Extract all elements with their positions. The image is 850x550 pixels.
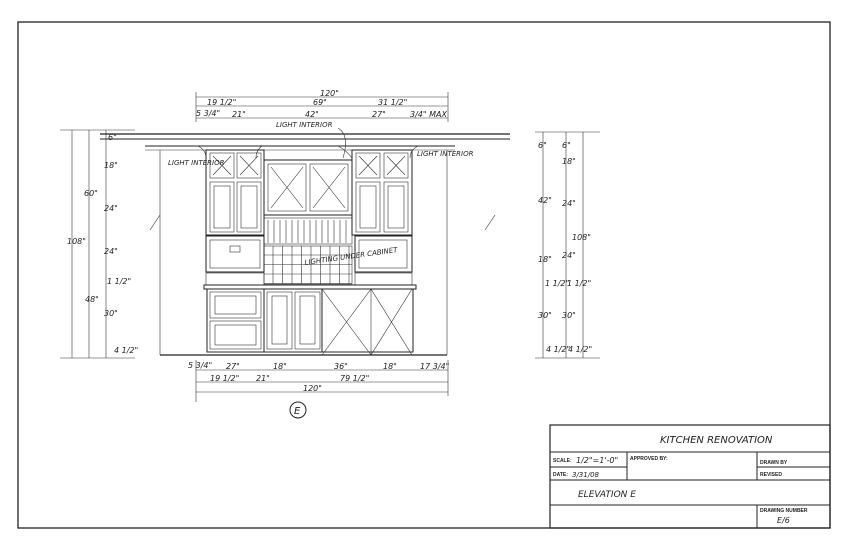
dim-right-b3: 24" [562,199,576,208]
date-value: 3/31/08 [572,471,600,479]
elevation-marker-label: E [294,406,301,417]
dim-right-b1: 6" [562,141,571,150]
dim-right-a1: 6" [538,141,547,150]
dim-top-seg5: 3/4" MAX [410,110,447,119]
dim-left-lower: 48" [85,295,99,304]
dim-top-overall: 120" [320,89,339,98]
project-title: KITCHEN RENOVATION [660,435,773,446]
dim-left-d2: 18" [104,161,118,170]
dim-right-a4: 1 1/2" [545,279,569,288]
title-block: KITCHEN RENOVATION SCALE: 1/2"=1'-0" DAT… [549,424,831,529]
dim-right-a6: 4 1/2" [546,345,570,354]
drawn-by-label: DRAWN BY [760,460,788,466]
dim-left-d7: 4 1/2" [114,346,138,355]
dim-bottom-row2-b: 21" [256,374,270,383]
scale-label: SCALE: [553,458,572,464]
note-light-interior-left: LIGHT INTERIOR [168,159,225,167]
top-dimensions: 120" 19 1/2" 69" 31 1/2" 5 3/4" 21" 42" … [195,89,449,122]
note-light-interior-top: LIGHT INTERIOR [276,121,333,129]
dim-top-seg3: 42" [305,110,319,119]
date-label: DATE: [553,472,568,478]
dim-right-overall: 108" [572,233,591,242]
sheet-description: ELEVATION E [578,490,636,500]
dim-right-b5: 1 1/2" [567,279,591,288]
cabinet-elevation: LIGHT INTERIOR LIGHT INTERIOR LIGHT INTE… [60,89,600,419]
approved-by-label: APPROVED BY: [630,456,668,462]
dim-bottom-seg2: 18" [273,362,287,371]
note-lighting-under-cabinet: LIGHTING UNDER CABINET [304,246,399,267]
dim-left-d4: 24" [104,247,118,256]
dim-left-overall: 108" [67,237,86,246]
dim-top-middle: 69" [313,98,327,107]
dim-bottom-row2-c: 79 1/2" [340,374,369,383]
dim-left-d3: 24" [104,204,118,213]
dim-left-d5: 1 1/2" [107,277,131,286]
right-dimensions: 108" 6" 42" 18" 1 1/2" 30" 4 1/2" 6" 18"… [535,131,600,359]
dim-bottom-seg4: 18" [383,362,397,371]
dim-bottom-overall: 120" [303,384,322,393]
left-dimensions: 108" 60" 48" 6" 18" 24" 24" 1 1/2" 30" 4… [60,129,138,359]
elevation-marker [289,401,307,419]
revised-label: REVISED [760,472,782,478]
dim-left-d1: 6" [108,133,117,142]
dim-top-left: 19 1/2" [207,98,236,107]
dim-right-a2: 42" [538,196,552,205]
dim-right-b4: 24" [562,251,576,260]
dim-left-upper: 60" [84,189,98,198]
dim-left-d6: 30" [104,309,118,318]
sheet-border [17,21,831,529]
dim-right-b2: 18" [562,157,576,166]
dim-bottom-seg5: 17 3/4" [420,362,449,371]
bottom-dimensions: 5 3/4" 27" 18" 36" 18" 17 3/4" 19 1/2" 2… [188,360,449,402]
scale-value: 1/2"=1'-0" [576,456,618,465]
dim-right-a5: 30" [538,311,552,320]
drawing-number-label: DRAWING NUMBER [760,508,808,514]
drawing-number-value: E/6 [777,516,790,525]
dim-bottom-seg1: 27" [226,362,240,371]
dim-right-a3: 18" [538,255,552,264]
dim-bottom-seg0: 5 3/4" [188,361,212,370]
dim-bottom-row2-a: 19 1/2" [210,374,239,383]
note-light-interior-right: LIGHT INTERIOR [417,150,474,158]
dim-right-b6: 30" [562,311,576,320]
dim-bottom-seg3: 36" [334,362,348,371]
dim-right-b7: 4 1/2" [568,345,592,354]
dim-top-right: 31 1/2" [378,98,407,107]
dim-top-seg1: 5 3/4" [196,109,220,118]
dim-top-seg4: 27" [372,110,386,119]
dim-top-seg2: 21" [232,110,246,119]
